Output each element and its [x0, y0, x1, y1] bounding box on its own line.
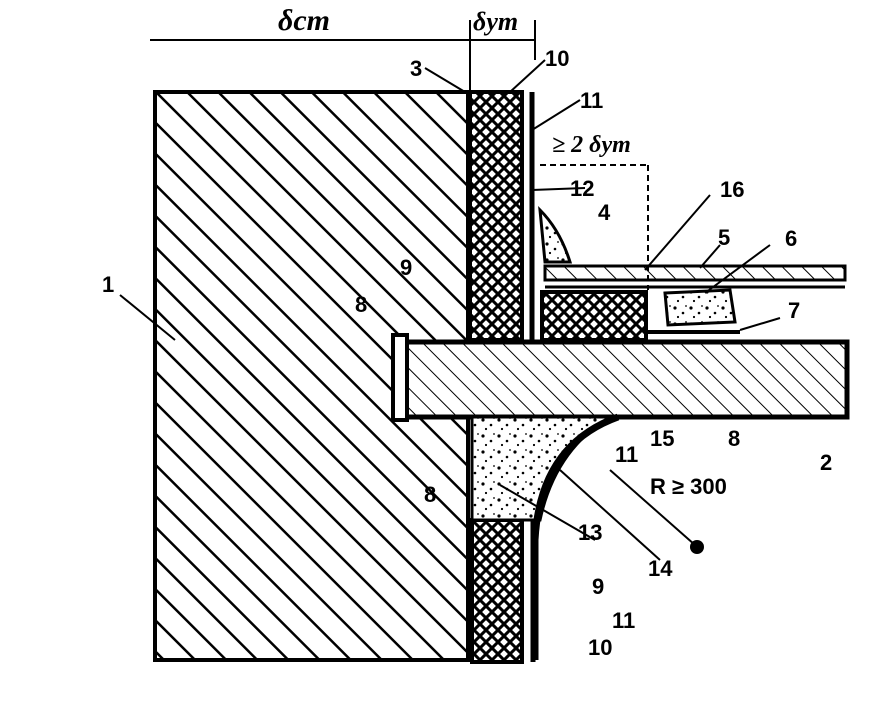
callout-9-bottom: 9 [592, 574, 604, 599]
callout-7: 7 [788, 298, 800, 323]
callout-11-bottom: 11 [612, 608, 635, 633]
callout-5: 5 [718, 225, 730, 250]
callout-8-right: 8 [728, 426, 740, 451]
screed-top [543, 264, 847, 282]
callout-15: 15 [650, 426, 674, 451]
callout-11-top: 11 [580, 88, 603, 113]
insulation-horizontal [540, 290, 648, 342]
callout-2: 2 [820, 450, 832, 475]
callout-10-top: 10 [545, 46, 569, 71]
dim-wall-thickness: δст [278, 4, 330, 37]
callout-8-top: 8 [355, 292, 367, 317]
waterproofing-curve [531, 413, 620, 660]
callout-13: 13 [578, 520, 602, 545]
callout-9-top: 9 [400, 255, 412, 280]
radius-note: R ≥ 300 [650, 474, 727, 499]
callout-11-mid: 11 [615, 442, 638, 467]
callout-12: 12 [570, 176, 594, 201]
callout-1: 1 [102, 272, 114, 297]
dim-insulation-thickness: δут [473, 7, 518, 36]
callout-4: 4 [598, 200, 611, 225]
insulation-upper [468, 90, 524, 342]
dim-min-overlap: ≥ 2 δут [552, 132, 631, 158]
callout-10-bottom: 10 [588, 635, 612, 660]
callout-8-lower: 8 [424, 482, 436, 507]
callout-6: 6 [785, 226, 797, 251]
callout-3: 3 [410, 56, 422, 81]
concrete-slab [402, 339, 850, 420]
sealant-fill [663, 288, 737, 327]
slab-bearing [391, 333, 409, 422]
callout-16: 16 [720, 177, 744, 202]
insulation-lower [470, 518, 524, 664]
callout-14: 14 [648, 556, 673, 581]
sealant-corner [538, 205, 573, 264]
